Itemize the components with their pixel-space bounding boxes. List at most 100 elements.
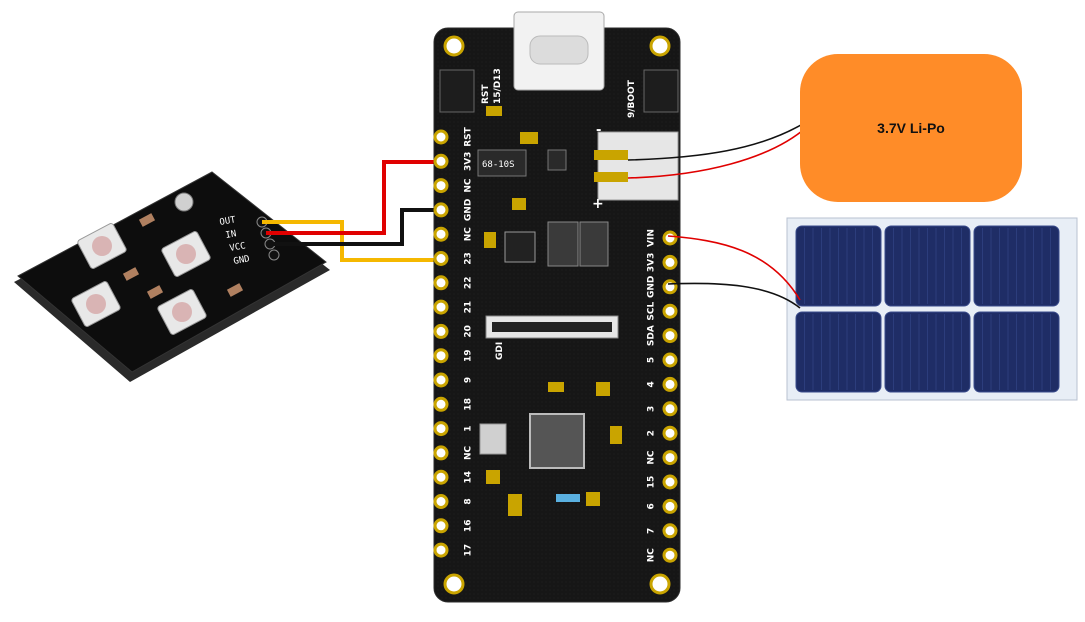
lipo-battery: 3.7V Li-Po <box>800 54 1022 202</box>
capacitor <box>226 283 244 297</box>
d13-label: 15/D13 <box>493 68 503 104</box>
right-pin-label: 15 <box>647 476 657 489</box>
right-pin-pad <box>662 425 678 441</box>
smd-part <box>484 232 496 248</box>
capacitor <box>122 267 140 281</box>
left-pin-label: 19 <box>464 349 474 362</box>
smd-part <box>547 149 567 171</box>
wire-black <box>270 208 440 246</box>
right-pin-pads <box>662 230 678 563</box>
left-pin-label: RST <box>464 126 474 146</box>
left-pin-pad <box>433 469 449 485</box>
left-pin-label: 20 <box>464 325 474 338</box>
left-pin-pad <box>433 421 449 437</box>
smd-part <box>486 470 500 484</box>
battery-label: 3.7V Li-Po <box>877 120 945 136</box>
right-pin-pad <box>662 474 678 490</box>
board-hole-icon <box>649 35 671 57</box>
right-pin-pad <box>662 523 678 539</box>
led-chip <box>77 223 127 269</box>
solar-cells <box>795 225 1060 393</box>
left-pin-label: GND <box>464 199 474 221</box>
inductor <box>547 221 579 267</box>
left-pin-label: 8 <box>464 498 474 504</box>
right-pin-label: 2 <box>647 430 657 436</box>
battery-connector <box>597 131 679 201</box>
wire-black-battery <box>627 121 807 161</box>
left-pin-label: 16 <box>464 520 474 533</box>
right-pin-pad <box>662 450 678 466</box>
module-label-gnd: GND <box>233 254 251 267</box>
wires-board-power <box>627 121 809 309</box>
gdi-connector-slot <box>492 322 612 332</box>
wires-module-board <box>262 160 440 262</box>
right-pin-label: SCL <box>647 302 657 321</box>
right-pin-pad <box>662 279 678 295</box>
right-pin-pad <box>662 547 678 563</box>
led-chip <box>161 231 211 277</box>
smd-part <box>508 494 522 516</box>
right-pin-pad <box>662 303 678 319</box>
right-pin-label: 3 <box>647 406 657 412</box>
left-pin-pad <box>433 323 449 339</box>
regulator-chip <box>477 149 527 177</box>
led-module-board <box>17 171 327 373</box>
module-label-in: IN <box>225 229 237 241</box>
smd-part <box>520 132 538 144</box>
right-pin-label: NC <box>647 450 657 465</box>
right-pin-label: SDA <box>647 325 657 346</box>
right-pin-pad <box>662 401 678 417</box>
right-pin-label: NC <box>647 548 657 563</box>
left-pin-pad <box>433 542 449 558</box>
boot-label: 9/BOOT <box>627 79 637 118</box>
crystal <box>479 423 507 455</box>
solar-panel <box>786 217 1078 401</box>
left-pin-pad <box>433 494 449 509</box>
smd-part <box>596 382 610 396</box>
rst-label: RST <box>481 84 491 104</box>
battery-connector-pin <box>594 150 628 160</box>
battery-minus-label: - <box>596 123 601 138</box>
right-pin-label: GND <box>647 276 657 298</box>
left-pin-label: 14 <box>464 471 474 484</box>
left-pin-label: 22 <box>464 277 474 290</box>
led-chip <box>71 281 121 327</box>
left-pin-label: 23 <box>464 252 474 265</box>
board-hole-icon <box>649 573 671 595</box>
left-pin-label: NC <box>464 178 474 193</box>
chip-marking: 68-10S <box>482 160 515 170</box>
capacitor <box>146 285 164 299</box>
power-ic <box>504 231 536 263</box>
module-label-vcc: VCC <box>229 241 247 254</box>
right-pin-pad <box>662 352 678 368</box>
left-pin-label: 18 <box>464 398 474 411</box>
smd-part <box>548 382 564 392</box>
board-hole-icon <box>443 35 465 57</box>
capacitor <box>138 213 156 227</box>
gdi-label: GDI <box>495 342 505 360</box>
right-pin-label: VIN <box>647 229 657 247</box>
left-pin-pad <box>433 178 449 194</box>
boot-button <box>643 69 679 113</box>
right-pin-label: 5 <box>647 357 657 363</box>
wire-yellow <box>262 220 440 262</box>
left-pin-label: 17 <box>464 544 474 557</box>
left-pin-label: 1 <box>464 425 474 431</box>
board-hole-icon <box>443 573 465 595</box>
smd-part <box>610 426 622 444</box>
inductor <box>579 221 609 267</box>
module-label-out: OUT <box>219 215 237 228</box>
smd-part <box>486 106 502 116</box>
left-pin-pad <box>433 202 449 218</box>
smd-part <box>556 494 580 502</box>
left-pin-label: 21 <box>464 301 474 314</box>
controller-board: RST 15/D13 9/BOOT - + 68-10S GDI <box>433 11 681 603</box>
left-pin-label: NC <box>464 227 474 242</box>
left-pin-pad <box>433 348 449 364</box>
left-pin-pad <box>433 518 449 534</box>
right-pin-pad <box>662 254 678 270</box>
